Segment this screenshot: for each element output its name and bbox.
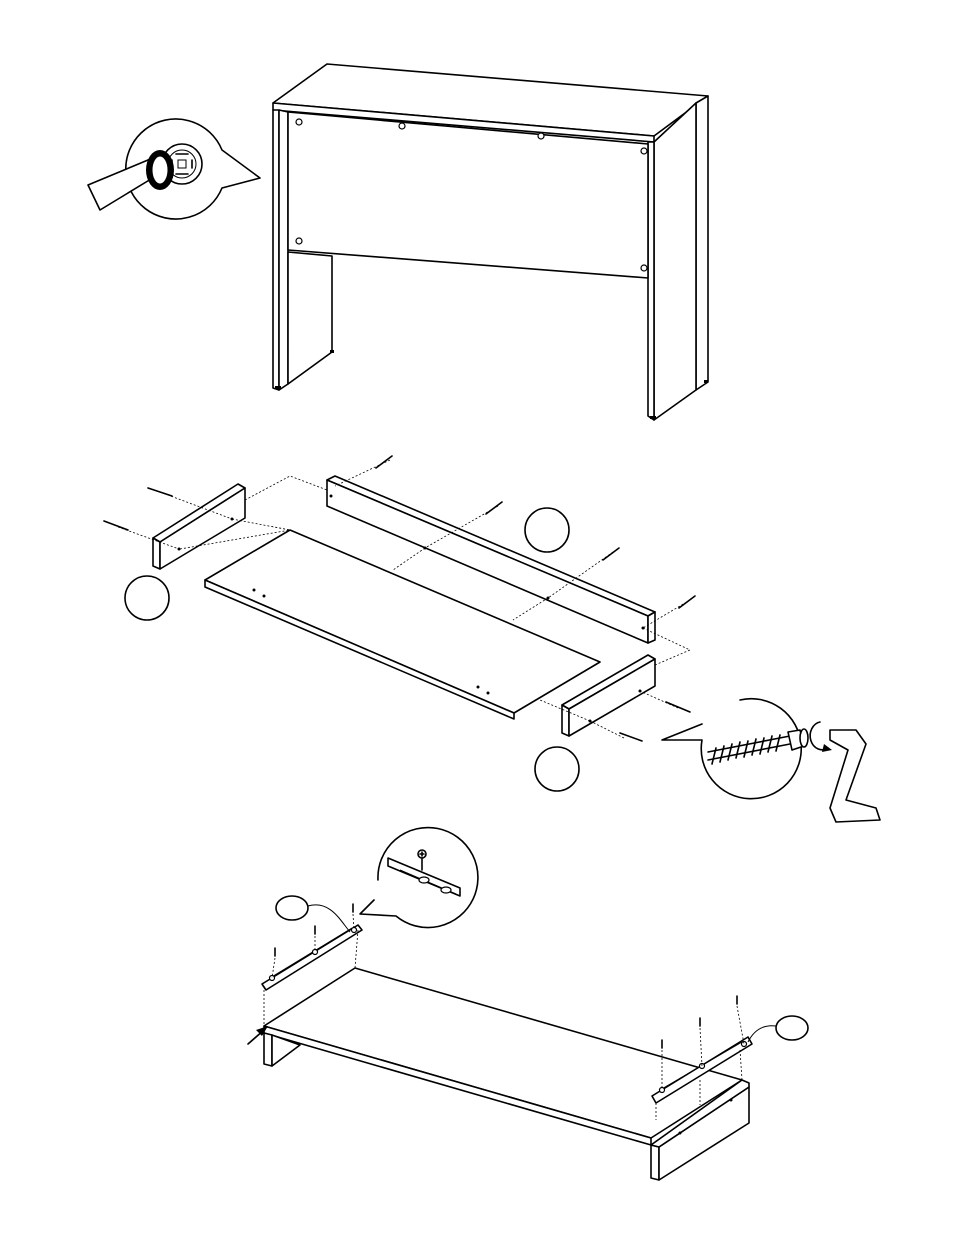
cam-hole <box>641 148 647 154</box>
cam-hole <box>399 123 405 129</box>
allen-key-icon <box>810 722 880 822</box>
foot <box>704 380 708 383</box>
right-leg-front <box>648 142 654 420</box>
cam-bolt-icon <box>708 729 808 764</box>
slide-callout-left <box>276 896 308 920</box>
slide-callout-right <box>776 1016 808 1040</box>
right-end-front <box>651 1145 659 1180</box>
part-callout-back-panel <box>525 508 569 552</box>
cam-hole <box>296 238 302 244</box>
step-3-detail-callout <box>360 828 478 928</box>
part-callout-right-side <box>535 747 579 791</box>
cam-hole <box>538 133 544 139</box>
cam-hole <box>296 119 302 125</box>
step-2-frame <box>104 456 695 791</box>
screw-icon <box>418 850 426 870</box>
screwdriver-icon <box>88 150 174 210</box>
back-panel-end <box>648 612 655 643</box>
right-leg-inner <box>696 96 708 390</box>
right-leg-side <box>654 103 696 420</box>
step-3-base <box>248 896 808 1180</box>
left-end-front <box>264 1033 272 1066</box>
cam-hole <box>641 265 647 271</box>
left-leg-front <box>273 110 279 390</box>
left-leg-inner <box>279 110 288 390</box>
step-2-detail-callout <box>662 699 880 822</box>
foot <box>275 386 281 389</box>
step-1-desk <box>273 64 708 420</box>
shelf-board <box>205 530 600 713</box>
left-side-front <box>153 538 160 569</box>
step-1-detail-callout <box>88 119 260 219</box>
left-leg-back <box>288 252 332 384</box>
part-callout-left-side <box>125 576 169 620</box>
foot <box>650 416 656 419</box>
foot <box>330 350 334 353</box>
